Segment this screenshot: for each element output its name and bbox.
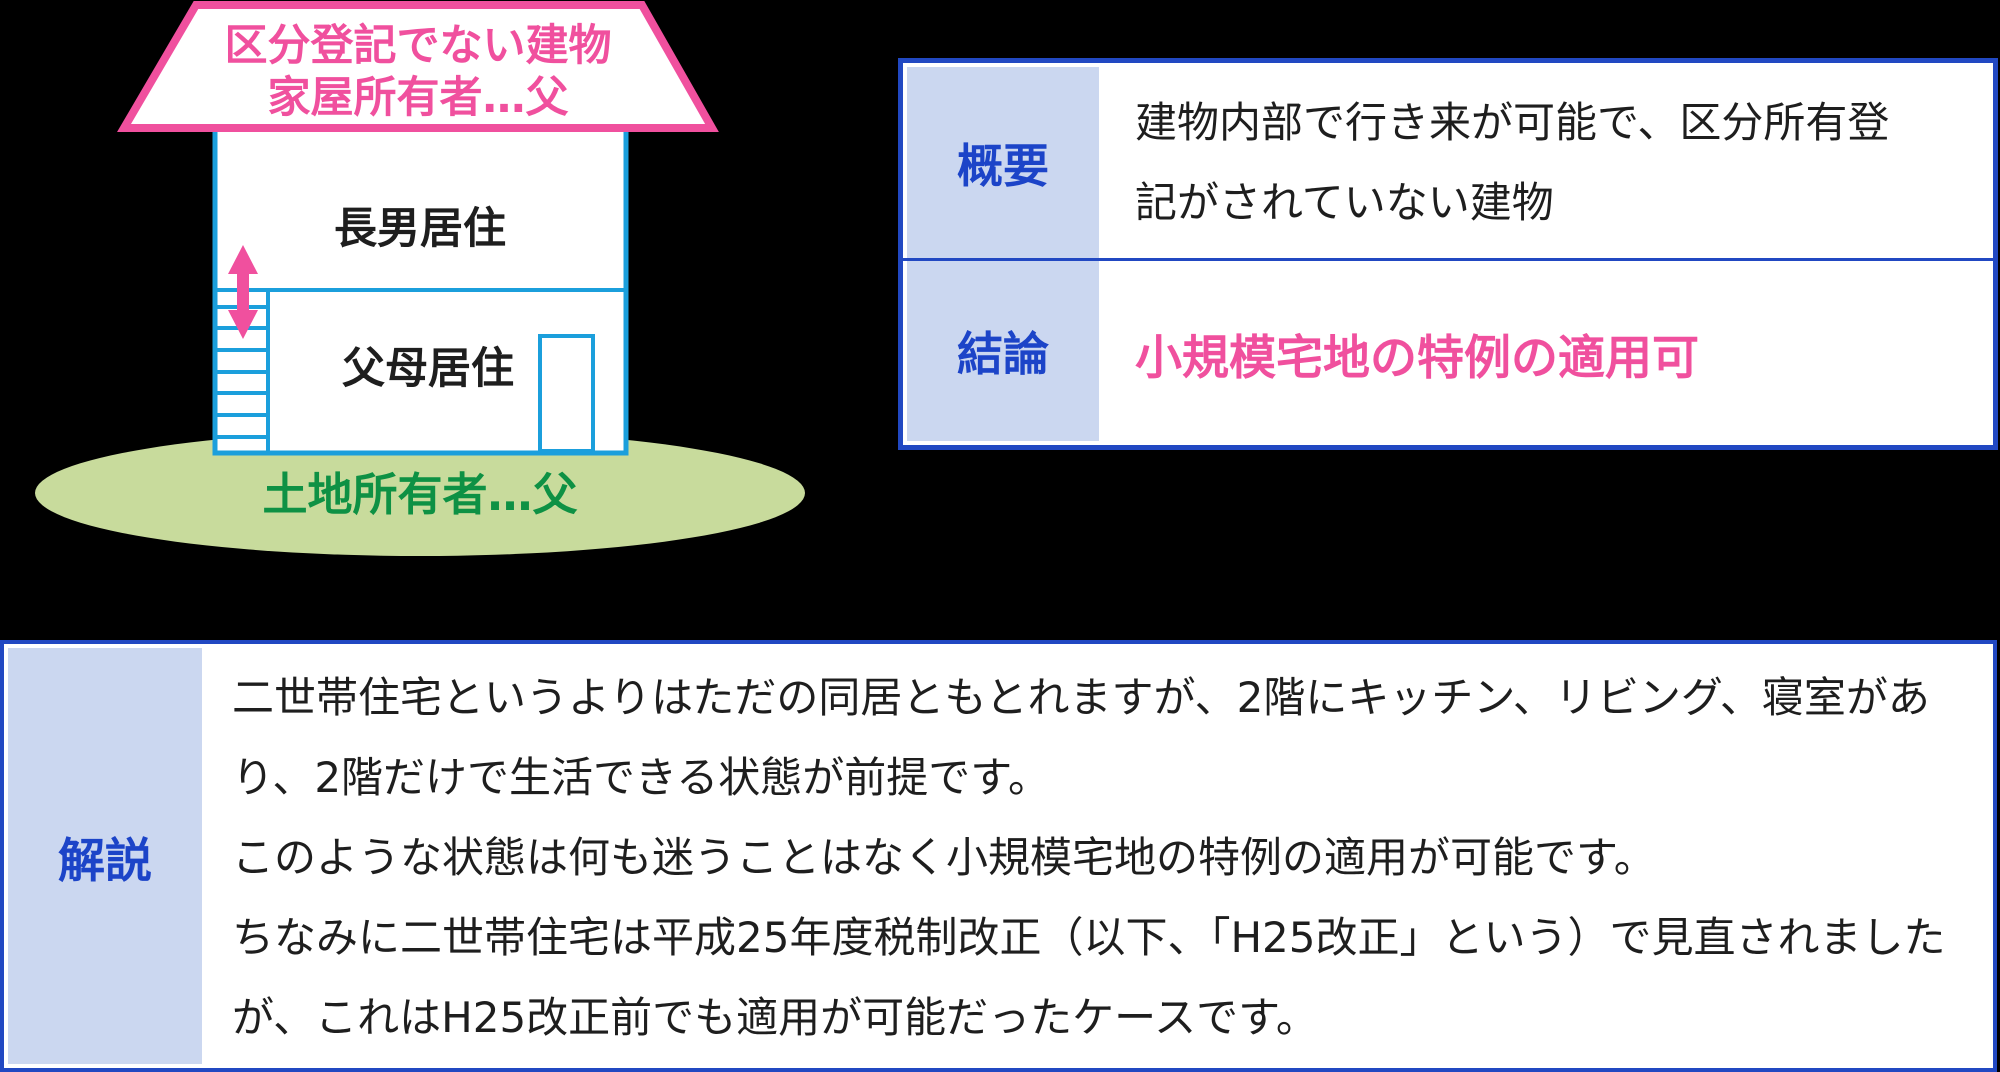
roof-label-line2: 家屋所有者…父 bbox=[268, 73, 569, 123]
explanation-label: 解説 bbox=[8, 648, 202, 1064]
summary-row-conclusion: 結論 小規模宅地の特例の適用可 bbox=[903, 261, 1993, 445]
summary-row-overview: 概要 建物内部で行き来が可能で、区分所有登 記がされていない建物 bbox=[903, 63, 1993, 258]
overview-text-line2: 記がされていない建物 bbox=[1135, 178, 1554, 227]
upper-floor-label: 長男居住 bbox=[334, 204, 506, 254]
house-diagram: 区分登記でない建物 家屋所有者…父 長男居住 父母居住 土地所有者…父 bbox=[0, 0, 860, 580]
summary-row-divider bbox=[903, 258, 1993, 261]
roof-label-line1: 区分登記でない建物 bbox=[225, 21, 612, 71]
explanation-line: が、これはH25改正前でも適用が可能だったケースです。 bbox=[232, 993, 1318, 1042]
explanation-line: り、2階だけで生活できる状態が前提です。 bbox=[232, 753, 1051, 802]
conclusion-text: 小規模宅地の特例の適用可 bbox=[1135, 330, 1699, 386]
land-ellipse bbox=[35, 430, 805, 556]
conclusion-label: 結論 bbox=[907, 261, 1099, 441]
land-owner-label: 土地所有者…父 bbox=[262, 468, 577, 521]
lower-floor-label: 父母居住 bbox=[342, 344, 514, 394]
summary-table: 概要 建物内部で行き来が可能で、区分所有登 記がされていない建物 結論 小規模宅… bbox=[898, 58, 1998, 450]
roof bbox=[117, 0, 719, 132]
double-arrow-icon bbox=[228, 245, 258, 339]
overview-label: 概要 bbox=[907, 67, 1099, 258]
explanation-line: 二世帯住宅というよりはただの同居ともとれますが、2階にキッチン、リビング、寝室が… bbox=[232, 673, 1930, 722]
overview-text: 建物内部で行き来が可能で、区分所有登 記がされていない建物 bbox=[1129, 63, 1993, 243]
explanation-line: このような状態は何も迷うことはなく小規模宅地の特例の適用が可能です。 bbox=[232, 833, 1656, 882]
explanation-line: ちなみに二世帯住宅は平成25年度税制改正（以下、「H25改正」という）で見直され… bbox=[232, 913, 1946, 962]
explanation-table: 解説 二世帯住宅というよりはただの同居ともとれますが、2階にキッチン、リビング、… bbox=[0, 640, 1997, 1072]
explanation-text: 二世帯住宅というよりはただの同居ともとれますが、2階にキッチン、リビング、寝室が… bbox=[232, 644, 1993, 1058]
door bbox=[538, 334, 595, 453]
overview-text-line1: 建物内部で行き来が可能で、区分所有登 bbox=[1135, 98, 1890, 147]
